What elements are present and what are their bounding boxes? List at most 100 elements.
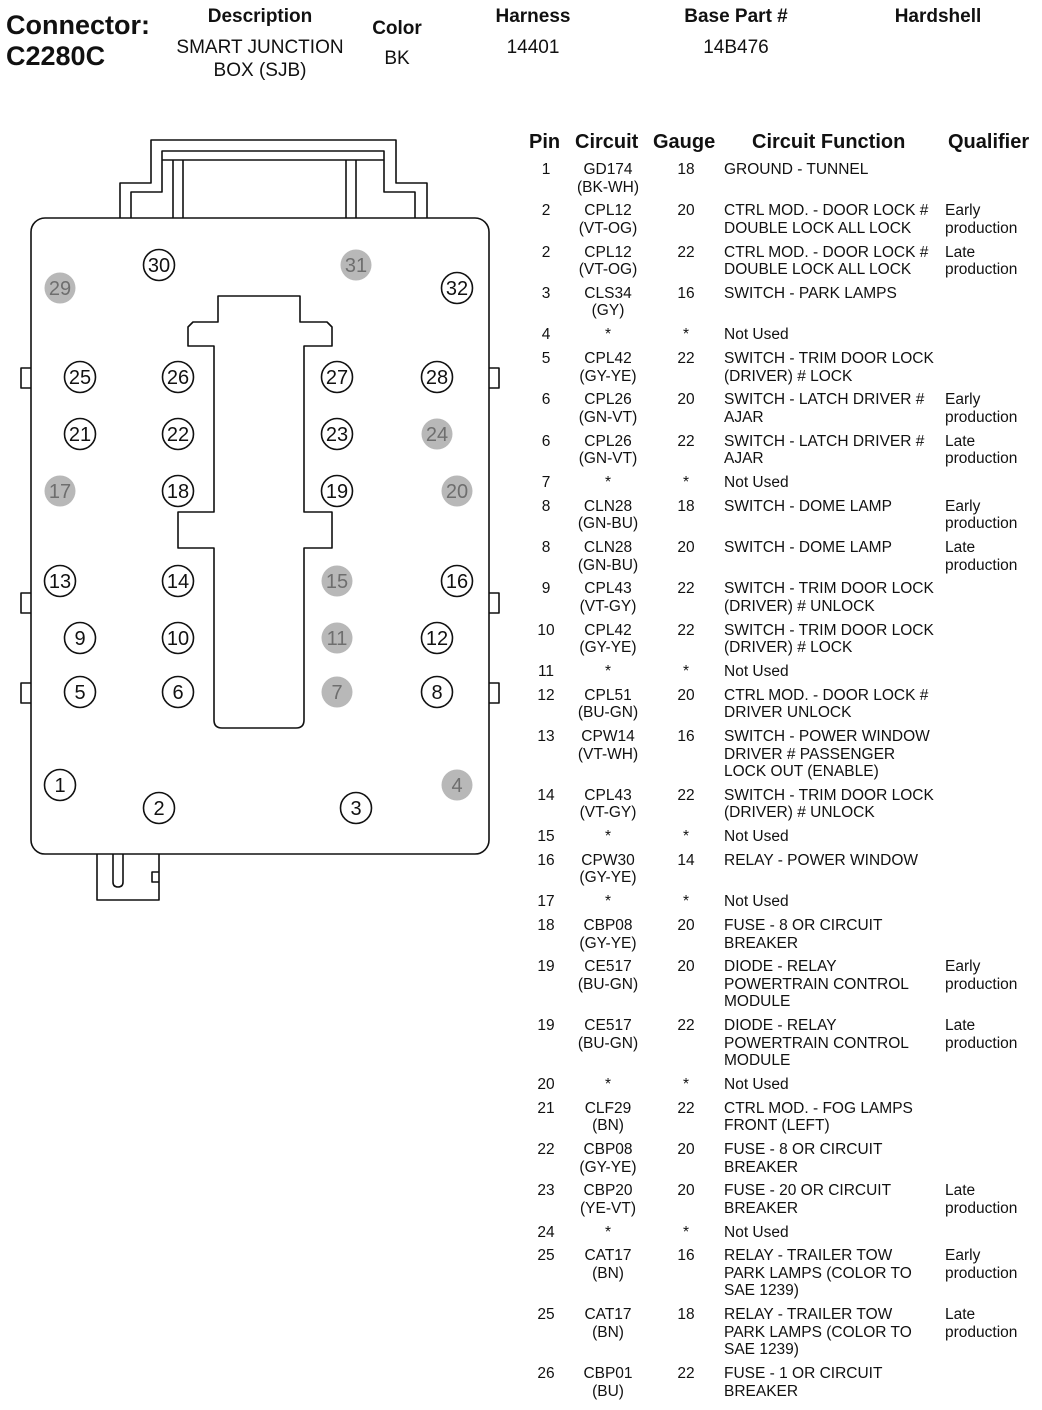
pin-cavity-unused: [441, 475, 473, 507]
pin-cavity: [142, 791, 176, 825]
pin-cell: 25: [537, 1306, 555, 1324]
function-cell: DIODE - RELAY POWERTRAIN CONTROL MODULE: [724, 958, 909, 1011]
pin-17: 17: [44, 475, 76, 507]
pin-cavity-unused: [321, 676, 353, 708]
circuit-cell: GD174 (BK-WH): [577, 161, 639, 196]
pin-11: 11: [321, 622, 353, 654]
function-cell: Not Used: [724, 893, 789, 911]
gauge-cell: *: [682, 473, 690, 491]
base-part-label: Base Part #: [684, 6, 788, 27]
pin-12: 12: [420, 621, 454, 655]
connector-body: [30, 217, 490, 855]
qualifier-cell: Late production: [945, 1017, 1018, 1052]
pin-cavity: [320, 474, 354, 508]
pin-cavity: [440, 564, 474, 598]
pin-cavity-unused: [44, 272, 76, 304]
connector-label: Connector:: [6, 10, 150, 40]
circuit-cell: *: [604, 828, 612, 846]
pin-label: 9: [74, 628, 85, 650]
pin-cell: 1: [541, 161, 551, 178]
pin-21: 21: [63, 417, 97, 451]
pin-cavity: [420, 360, 454, 394]
pin-cavity-unused: [44, 475, 76, 507]
circuit-cell: CPW14 (VT-WH): [577, 728, 639, 763]
function-cell: CTRL MOD. - DOOR LOCK # DRIVER UNLOCK: [724, 686, 929, 722]
pin-cell: 15: [537, 828, 555, 846]
circuit-cell: *: [604, 662, 612, 680]
pin-cell: 8: [541, 539, 551, 556]
gauge-cell: 20: [677, 539, 695, 556]
circuit-cell: CLS34 (GY): [584, 284, 632, 320]
circuit-cell: CPL42 (GY-YE): [579, 621, 637, 657]
pin-3: 3: [339, 791, 373, 825]
pin-cell: 6: [541, 432, 551, 450]
circuit-cell: CAT17 (BN): [584, 1247, 632, 1282]
pin-cavity: [320, 417, 354, 451]
function-cell: CTRL MOD. - FOG LAMPS FRONT (LEFT): [724, 1099, 913, 1135]
pin-cell: 5: [541, 350, 551, 367]
pin-cell: 21: [537, 1099, 555, 1117]
hardshell-label: Hardshell: [894, 6, 982, 27]
function-cell: FUSE - 8 OR CIRCUIT BREAKER: [724, 917, 883, 952]
pin-18: 18: [161, 474, 195, 508]
qualifier-cell: Early production: [945, 391, 1018, 426]
pin-29: 29: [44, 272, 76, 304]
pin-27: 27: [320, 360, 354, 394]
function-cell: Not Used: [724, 473, 789, 491]
pin-label: 32: [446, 278, 468, 300]
pin-16: 16: [440, 564, 474, 598]
center-cavity: [177, 295, 333, 729]
pin-label: 3: [350, 798, 361, 820]
pin-cavity: [161, 621, 195, 655]
pin-cell: 20: [537, 1075, 555, 1093]
pin-cavity-unused: [340, 249, 372, 281]
top-latch: [119, 139, 428, 218]
qualifier-cell: Late production: [945, 1306, 1018, 1341]
circuit-cell: CBP01 (BU): [583, 1365, 633, 1400]
top-latch-inner: [130, 150, 416, 218]
gauge-cell: 14: [677, 851, 695, 869]
pin-10: 10: [161, 621, 195, 655]
pin-cell: 4: [541, 326, 551, 344]
pin-cell: 24: [537, 1223, 555, 1241]
function-cell: SWITCH - DOME LAMP: [724, 497, 892, 515]
gauge-cell: *: [682, 893, 690, 911]
pin-15: 15: [321, 565, 353, 597]
gauge-cell: 18: [677, 1306, 695, 1324]
qualifier-cell: Late production: [945, 432, 1018, 468]
pin-label: 8: [431, 682, 442, 704]
circuit-cell: CPW30 (GY-YE): [579, 851, 637, 887]
gauge-cell: *: [682, 828, 690, 846]
function-cell: FUSE - 1 OR CIRCUIT BREAKER: [724, 1365, 883, 1400]
harness-value: 14401: [506, 37, 560, 58]
pin-cavity: [63, 417, 97, 451]
pin-cavity: [43, 564, 77, 598]
pin-28: 28: [420, 360, 454, 394]
circuit-cell: CE517 (BU-GN): [577, 958, 639, 993]
function-cell: FUSE - 8 OR CIRCUIT BREAKER: [724, 1141, 883, 1176]
pin-label: 31: [345, 255, 367, 277]
circuit-cell: CBP20 (YE-VT): [580, 1182, 636, 1217]
pin-label: 13: [49, 571, 71, 593]
pin-cell: 8: [541, 497, 551, 515]
function-cell: Not Used: [724, 828, 789, 846]
pin-cavity: [320, 360, 354, 394]
function-cell: CTRL MOD. - DOOR LOCK # DOUBLE LOCK ALL …: [724, 243, 929, 279]
gauge-cell: 16: [677, 1247, 695, 1265]
gauge-cell: *: [682, 1075, 690, 1093]
pin-31: 31: [340, 249, 372, 281]
qualifier-cell: Late production: [945, 1182, 1018, 1217]
pin-cavity-unused: [321, 622, 353, 654]
pin-cavity: [440, 271, 474, 305]
pin-label: 11: [327, 628, 348, 650]
pin-5: 5: [63, 675, 97, 709]
circuit-cell: *: [604, 1075, 612, 1093]
pin-20: 20: [441, 475, 473, 507]
pin-cell: 17: [537, 893, 555, 911]
function-cell: RELAY - TRAILER TOW PARK LAMPS (COLOR TO…: [724, 1306, 912, 1359]
pin-cell: 14: [537, 786, 555, 804]
gauge-cell: 20: [677, 1182, 695, 1200]
pin-cell: 10: [537, 621, 555, 639]
gauge-cell: 20: [677, 202, 695, 220]
function-cell: GROUND - TUNNEL: [724, 161, 869, 178]
